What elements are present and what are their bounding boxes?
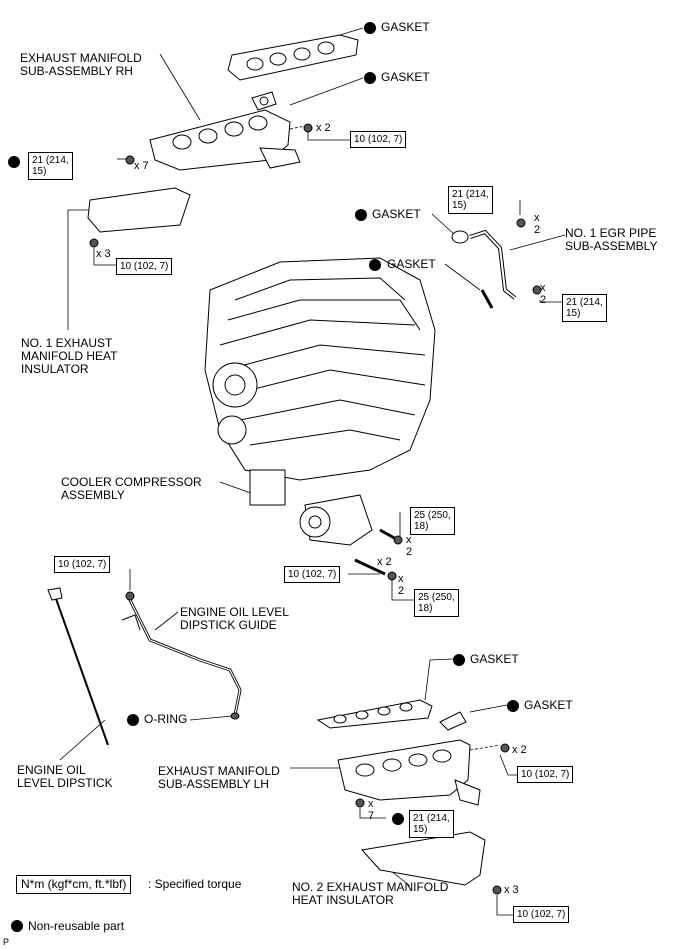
quantity-label: x 2 [377,556,392,568]
label-no1-heat-insulator: NO. 1 EXHAUST MANIFOLD HEAT INSULATOR [21,336,118,376]
label-gasket-egr-2: GASKET [387,257,436,271]
torque-box: 10 (102, 7) [54,556,111,573]
quantity-label: x 3 [504,884,519,896]
non-reusable-icon [369,259,381,271]
label-gasket-egr-1: GASKET [372,207,421,221]
no1-heat-insulator-illustration [87,187,191,248]
quantity-label: x 7 [134,160,149,172]
label-dipstick: ENGINE OIL LEVEL DIPSTICK [17,763,113,790]
rh-manifold-gasket-illustration [227,34,359,111]
non-reusable-icon [11,920,23,932]
label-gasket-rh-2: GASKET [381,70,430,84]
label-exhaust-manifold-rh: EXHAUST MANIFOLD SUB-ASSEMBLY RH [20,51,142,78]
non-reusable-icon [453,654,465,666]
torque-box: 10 (102, 7) [116,258,173,275]
lh-manifold-gasket-illustration [316,699,467,731]
non-reusable-icon [364,22,376,34]
non-reusable-icon [507,700,519,712]
corner-mark: P [3,937,10,947]
torque-box: 10 (102, 7) [513,906,570,923]
dipstick-illustration [47,587,242,746]
torque-box: 21 (214, 15) [562,294,607,322]
torque-box: 21 (214, 15) [28,152,73,180]
quantity-label: x 2 [512,744,527,756]
non-reusable-icon [392,813,404,825]
quantity-label: x 2 [398,573,405,597]
label-gasket-rh-1: GASKET [381,20,430,34]
non-reusable-icon [355,209,367,221]
rh-manifold-illustration [125,109,313,171]
label-cooler-compressor: COOLER COMPRESSOR ASSEMBLY [61,475,202,502]
legend-non-reusable: Non-reusable part [28,919,125,933]
label-exhaust-manifold-lh: EXHAUST MANIFOLD SUB-ASSEMBLY LH [158,764,280,791]
non-reusable-icon [8,156,20,168]
quantity-label: x 7 [368,798,375,822]
non-reusable-icon [364,72,376,84]
label-no2-heat-insulator: NO. 2 EXHAUST MANIFOLD HEAT INSULATOR [292,880,449,907]
torque-box: 10 (102, 7) [350,131,407,148]
legend-torque-desc: : Specified torque [148,877,242,891]
label-gasket-lh-1: GASKET [470,652,519,666]
egr-pipe-illustration [451,218,542,309]
quantity-label: x 3 [96,248,111,260]
no2-heat-insulator-illustration [361,831,502,895]
label-o-ring: O-RING [144,712,188,726]
lh-manifold-illustration [337,739,510,808]
quantity-label: x 2 [316,122,331,134]
quantity-label: x 2 [540,282,547,306]
quantity-label: x 2 [406,534,413,558]
legend-torque-box: N*m (kgf*cm, ft.*lbf) [16,875,132,894]
compressor-illustration [299,494,403,581]
engine-illustration [204,257,436,506]
torque-box: 21 (214, 15) [448,186,493,214]
label-dipstick-guide: ENGINE OIL LEVEL DIPSTICK GUIDE [180,605,289,632]
torque-box: 10 (102, 7) [284,566,341,583]
torque-box: 25 (250, 18) [414,589,459,617]
label-no1-egr-pipe: NO. 1 EGR PIPE SUB-ASSEMBLY [565,226,658,253]
quantity-label: x 2 [534,212,541,236]
non-reusable-icon [127,714,139,726]
torque-box: 21 (214, 15) [409,810,454,838]
label-gasket-lh-2: GASKET [524,698,573,712]
torque-box: 25 (250, 18) [410,507,455,535]
torque-box: 10 (102, 7) [517,766,574,783]
